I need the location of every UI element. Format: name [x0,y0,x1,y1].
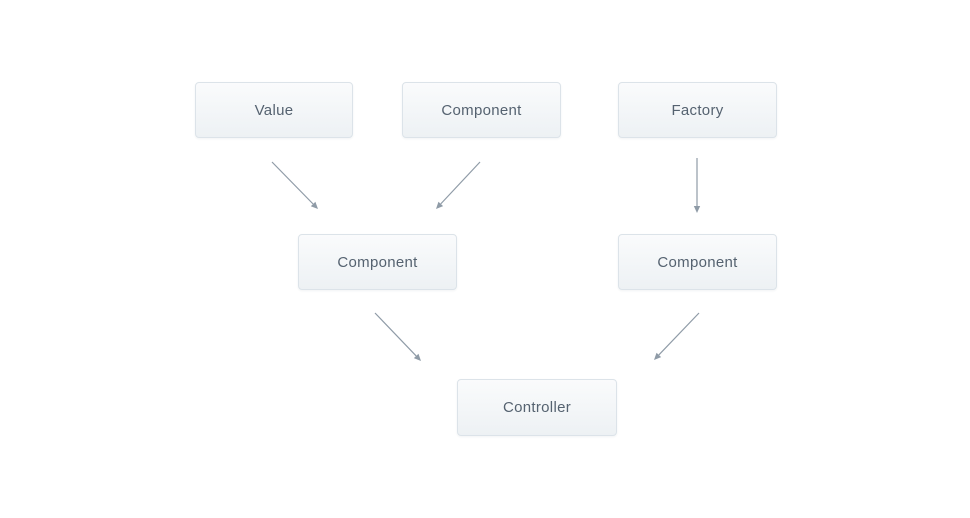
arrow-component-right-to-controller [654,312,700,360]
arrowhead-icon [693,206,701,213]
node-label: Factory [671,101,724,119]
arrowhead-icon [654,352,662,360]
arrow-component-top-to-component-left [436,161,481,209]
node-component-right: Component [618,234,777,290]
node-component-left: Component [298,234,457,290]
node-label: Controller [502,399,572,416]
arrow-value-to-component-left [271,161,318,209]
arrowhead-icon [413,353,421,361]
arrow-component-left-to-controller [374,312,421,361]
node-controller: Controller [457,379,617,436]
arrow-shaft [658,312,700,356]
arrow-factory-to-component-right [693,158,701,213]
node-component-top: Component [402,82,561,138]
node-label: Component [441,101,522,119]
arrow-shaft [271,161,314,205]
node-label: Value [254,101,294,119]
node-value: Value [195,82,353,138]
arrowhead-icon [310,201,318,209]
node-factory: Factory [618,82,777,138]
arrow-shaft [440,161,481,205]
node-label: Component [657,253,738,271]
node-label: Component [337,253,418,271]
arrowhead-icon [436,201,444,209]
arrow-shaft [374,312,417,357]
